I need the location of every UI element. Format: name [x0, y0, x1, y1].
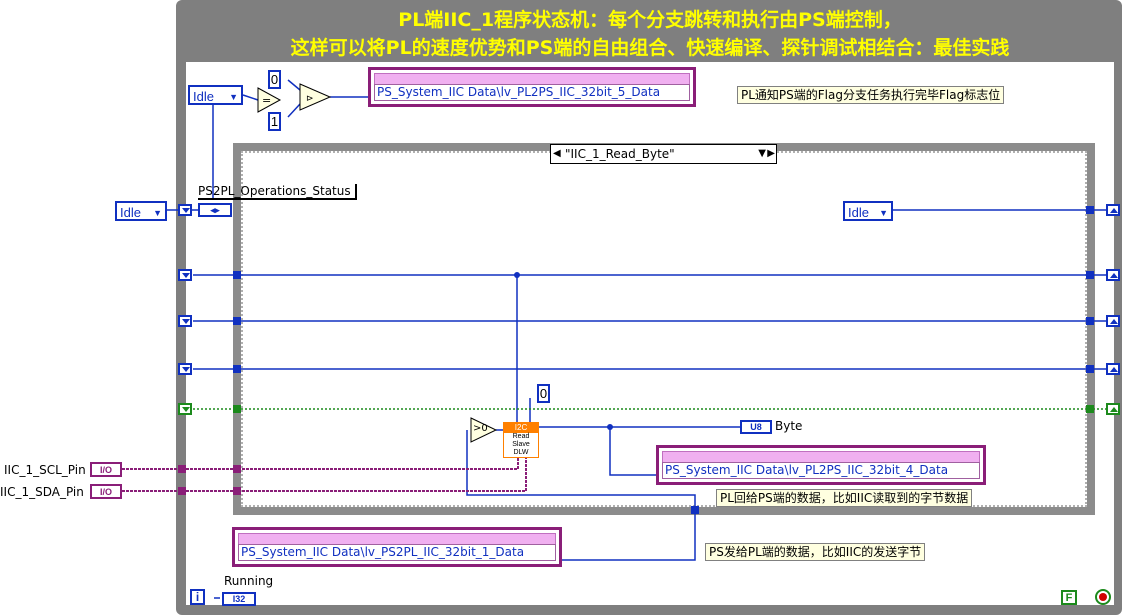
case-selector-label: "IIC_1_Read_Byte" [565, 147, 675, 161]
ps2pl-status-label: PS2PL_Operations_Status [198, 184, 357, 200]
shift-register-right-2[interactable] [1106, 269, 1120, 281]
stop-constant[interactable]: F [1061, 590, 1077, 605]
greater-zero-node [470, 417, 498, 443]
equal-node [257, 87, 282, 113]
title-line-1: PL端IIC_1程序状态机：每个分支跳转和执行由PS端控制， [398, 9, 902, 31]
sda-pin-label: IIC_1_SDA_Pin [0, 485, 84, 499]
shift-register-left-2[interactable] [178, 269, 192, 281]
constant-slave[interactable]: 0 [537, 384, 550, 403]
enum-idle-top-label: Idle [193, 89, 214, 104]
svg-text:=: = [262, 94, 271, 107]
constant-0[interactable]: 0 [268, 70, 281, 89]
cluster-pl2ps-5[interactable]: PS_System_IIC Data\lv_PL2PS_IIC_32bit_5_… [368, 67, 696, 107]
note-ps-send: PS发给PL端的数据，比如IIC的发送字节 [705, 543, 926, 561]
page-title: PL端IIC_1程序状态机：每个分支跳转和执行由PS端控制， 这样可以将PL的速… [180, 6, 1120, 62]
enum-idle-top[interactable]: Idle ▼ [188, 85, 243, 105]
dropdown-icon[interactable]: ▼ [229, 92, 238, 102]
dropdown-icon[interactable]: ▼ [879, 208, 888, 218]
enum-idle-left-label: Idle [120, 205, 141, 220]
dropdown-icon[interactable]: ▼ [153, 208, 162, 218]
case-dropdown-icon[interactable]: ▼ [758, 148, 766, 159]
subvi-body: Read Slave DLW [512, 433, 530, 456]
case-prev-icon[interactable]: ◀ [553, 148, 561, 159]
running-label: Running [224, 574, 274, 588]
enum-idle-left[interactable]: Idle ▼ [115, 201, 167, 221]
title-line-2: 这样可以将PL的速度优势和PS端的自由组合、快速编译、探针调试相结合：最佳实践 [290, 37, 1010, 59]
cluster-ps2pl-1[interactable]: PS_System_IIC Data\lv_PS2PL_IIC_32bit_1_… [232, 527, 562, 567]
shift-register-left-5[interactable] [178, 403, 192, 415]
shift-register-right-3[interactable] [1106, 315, 1120, 327]
enum-idle-inner-label: Idle [848, 205, 869, 220]
shift-register-right-4[interactable] [1106, 363, 1120, 375]
case-selector[interactable]: ◀ "IIC_1_Read_Byte" ▼ ▶ [550, 144, 777, 164]
scl-pin-constant[interactable]: I/O [90, 462, 122, 477]
ps2pl-status-indicator[interactable]: ◂▸ [198, 203, 232, 217]
byte-label: Byte [775, 419, 803, 433]
byte-indicator[interactable]: U8 [740, 420, 772, 434]
cluster-pl2ps-4-label: PS_System_IIC Data\lv_PL2PS_IIC_32bit_4_… [662, 462, 980, 479]
cluster-pl2ps-5-label: PS_System_IIC Data\lv_PL2PS_IIC_32bit_5_… [374, 84, 690, 101]
scl-pin-label: IIC_1_SCL_Pin [4, 463, 86, 477]
shift-register-left-3[interactable] [178, 315, 192, 327]
shift-register-left-1[interactable] [178, 204, 192, 216]
note-pl-return: PL回给PS端的数据，比如IIC读取到的字节数据 [716, 489, 973, 507]
constant-1[interactable]: 1 [268, 112, 281, 131]
shift-register-right-1[interactable] [1106, 204, 1120, 216]
ring-icon: ◂▸ [210, 205, 220, 215]
shift-register-left-4[interactable] [178, 363, 192, 375]
cluster-ps2pl-1-label: PS_System_IIC Data\lv_PS2PL_IIC_32bit_1_… [238, 544, 556, 561]
greater-zero-label: >0 [473, 423, 488, 434]
note-flag: PL通知PS端的Flag分支任务执行完毕Flag标志位 [737, 86, 1005, 104]
select-node [299, 83, 332, 111]
subvi-header: I2C [504, 423, 538, 433]
shift-register-right-5[interactable] [1106, 403, 1120, 415]
enum-idle-inner[interactable]: Idle ▼ [843, 201, 893, 221]
sda-pin-constant[interactable]: I/O [90, 484, 122, 499]
running-indicator[interactable]: I32 [222, 592, 256, 606]
iic-read-slave-subvi[interactable]: I2C Read Slave DLW [503, 422, 539, 458]
cluster-pl2ps-4[interactable]: PS_System_IIC Data\lv_PL2PS_IIC_32bit_4_… [656, 445, 986, 485]
case-next-icon[interactable]: ▶ [767, 148, 775, 159]
svg-text:⊳: ⊳ [306, 94, 314, 104]
iteration-terminal: i [190, 589, 205, 605]
